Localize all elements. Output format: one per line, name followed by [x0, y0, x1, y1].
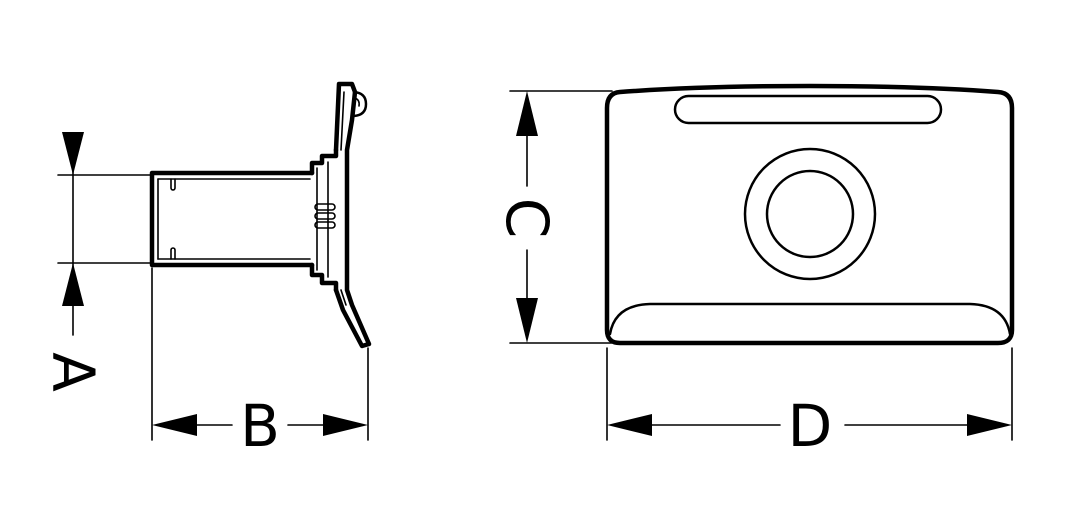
dimension-a: A — [39, 132, 151, 392]
collar — [309, 147, 339, 293]
dimension-c: C — [493, 90, 613, 344]
dimension-b: B — [151, 267, 369, 460]
label-d: D — [788, 392, 833, 460]
label-a: A — [39, 352, 107, 392]
label-b: B — [240, 392, 280, 460]
bottom-edge-curve — [608, 302, 1012, 336]
label-c: C — [493, 198, 561, 239]
front-plate-outline — [604, 83, 1015, 346]
knob-inner-circle — [765, 169, 855, 259]
front-view — [604, 83, 1015, 346]
side-view — [149, 81, 372, 349]
shaft — [149, 170, 315, 268]
flange — [333, 81, 372, 349]
top-slot — [673, 94, 943, 125]
dimension-d: D — [606, 347, 1013, 460]
knob-outer-ring — [743, 147, 877, 281]
